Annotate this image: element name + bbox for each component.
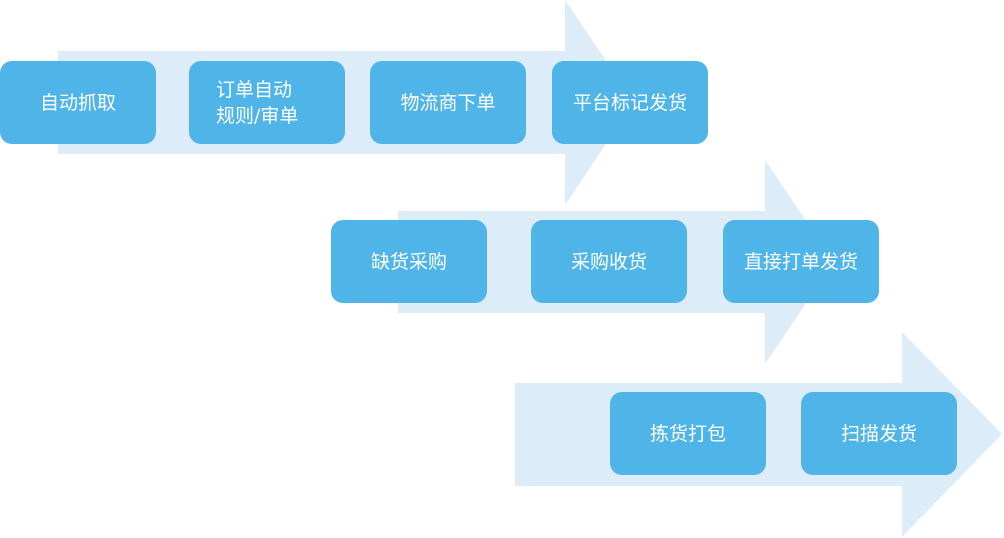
step-shortage-purchase: 缺货采购 bbox=[331, 220, 487, 303]
step-direct-print-ship: 直接打单发货 bbox=[723, 220, 879, 303]
arrow-row-1 bbox=[58, 0, 634, 205]
step-order-rules-review: 订单自动 规则/审单 bbox=[189, 61, 345, 144]
step-purchase-receive: 采购收货 bbox=[531, 220, 687, 303]
step-pick-pack: 拣货打包 bbox=[610, 392, 766, 475]
step-logistics-order: 物流商下单 bbox=[370, 61, 526, 144]
step-scan-ship: 扫描发货 bbox=[801, 392, 957, 475]
step-auto-fetch: 自动抓取 bbox=[0, 61, 156, 144]
step-platform-mark-shipped: 平台标记发货 bbox=[552, 61, 708, 144]
